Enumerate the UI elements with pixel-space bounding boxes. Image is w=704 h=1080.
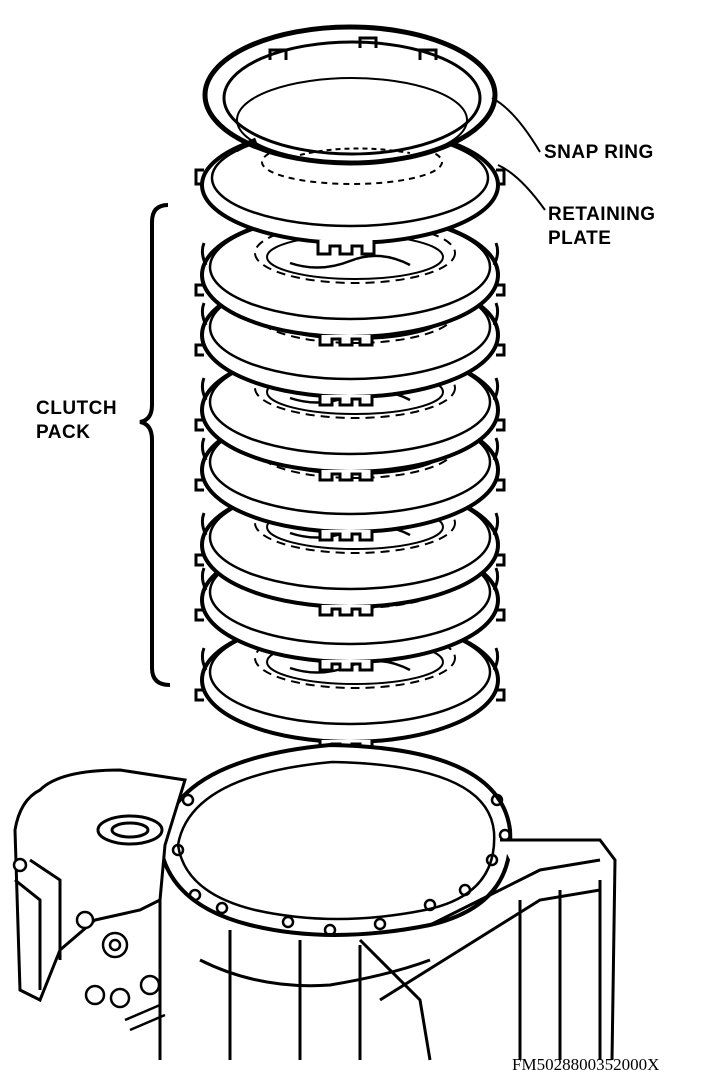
- case-fittings: [12, 857, 166, 1032]
- clutch-pack-label-line1: CLUTCH: [36, 398, 118, 419]
- retaining-plate-leader-line: [497, 164, 546, 211]
- retaining-plate-label-line1: RETAINING: [548, 204, 656, 225]
- case-bolt-holes: [171, 793, 512, 937]
- transaxle-case: [12, 742, 617, 1061]
- clutch-pack-bracket: [139, 203, 171, 687]
- snap-ring-label: SNAP RING: [544, 142, 654, 163]
- figure-code: FM5028800352000X: [512, 1055, 660, 1074]
- snap-ring: [202, 24, 498, 166]
- clutch-pack-label-line2: PACK: [36, 422, 91, 443]
- clutch-discs: [194, 211, 506, 752]
- retaining-plate-label-line2: PLATE: [548, 228, 612, 249]
- snap-ring-leader-line: [491, 97, 541, 153]
